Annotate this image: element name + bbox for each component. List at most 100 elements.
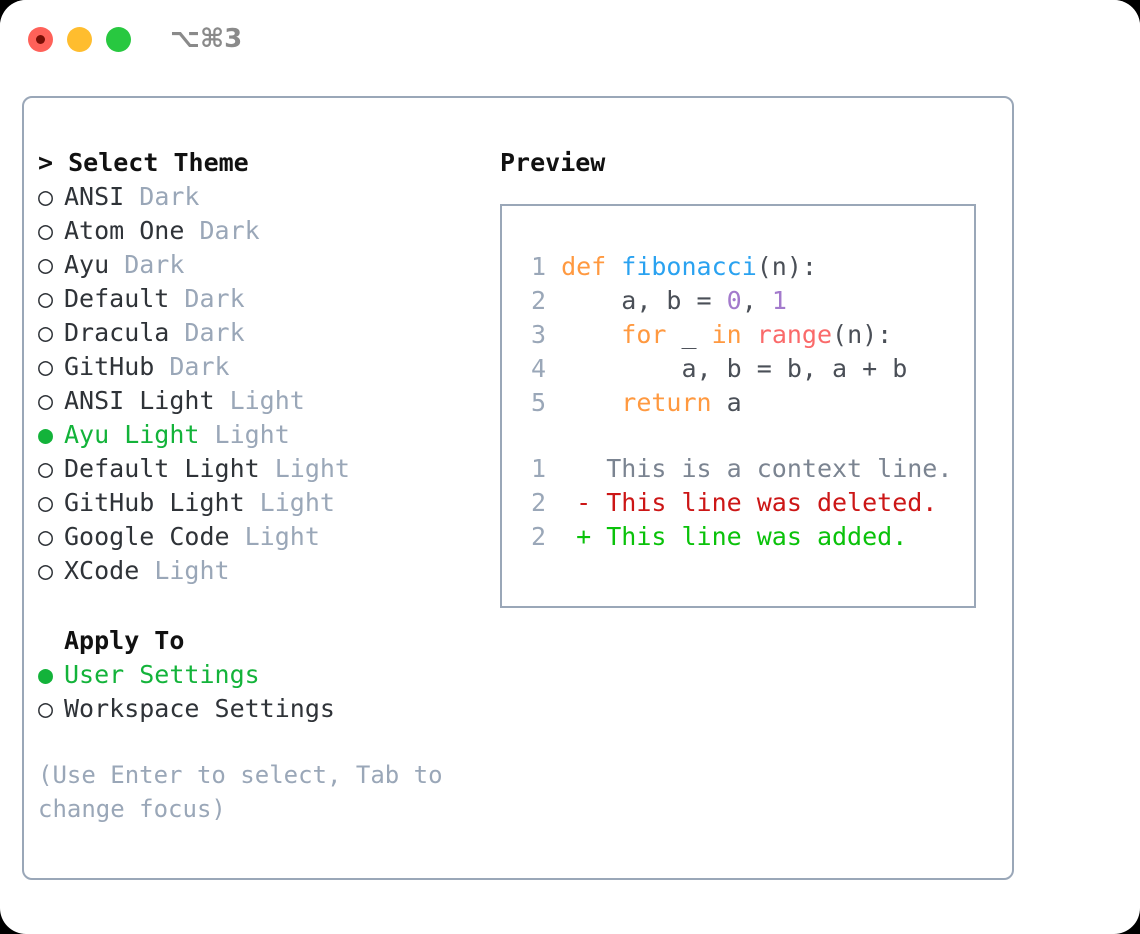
line-number: 2 (530, 488, 546, 517)
radio-empty-icon: ○ (38, 318, 54, 347)
diff-sample: 1 This is a context line.2 - This line w… (520, 452, 974, 554)
code-token-kw: def (561, 252, 622, 281)
code-token-pl: , (741, 286, 772, 315)
preview-heading: Preview (500, 148, 606, 177)
code-token-pl (561, 388, 621, 417)
theme-option-tag: Dark (154, 352, 230, 381)
title-bar: ⌥⌘3 (0, 0, 1140, 78)
theme-list: ○ANSI Dark○Atom One Dark○Ayu Dark○Defaul… (38, 180, 488, 588)
theme-option-name: Google Code (64, 522, 230, 551)
radio-empty-icon: ○ (38, 488, 54, 517)
close-icon (36, 35, 45, 44)
radio-empty-icon: ○ (38, 284, 54, 313)
apply-to-list: ●User Settings○Workspace Settings (38, 658, 488, 726)
code-line: 2 a, b = 0, 1 (520, 284, 974, 318)
code-token-pl (742, 320, 757, 349)
theme-option-atom-one[interactable]: ○Atom One Dark (38, 214, 488, 248)
theme-option-ayu[interactable]: ○ Ayu Dark (38, 248, 488, 282)
diff-line-del: 2 - This line was deleted. (520, 486, 974, 520)
diff-line-add: 2 + This line was added. (520, 520, 974, 554)
code-token-fn: fibonacci (621, 252, 757, 281)
apply-to-heading: Apply To (64, 626, 185, 655)
theme-option-tag: Light (244, 488, 335, 517)
radio-empty-icon: ○ (38, 182, 54, 211)
apply-to-section: Apply To ●User Settings○Workspace Settin… (38, 624, 488, 726)
theme-option-name: Dracula (64, 318, 170, 347)
keyboard-hint-text: (Use Enter to select, Tab to change focu… (38, 761, 458, 823)
radio-empty-icon: ○ (38, 522, 54, 551)
theme-option-name: Ayu (64, 250, 110, 279)
theme-option-default[interactable]: ○ Default Dark (38, 282, 488, 316)
theme-option-name: Atom One (64, 216, 185, 245)
line-number: 1 (530, 454, 546, 483)
maximize-button[interactable] (106, 27, 131, 52)
theme-option-ansi[interactable]: ○ANSI Dark (38, 180, 488, 214)
preview-column: Preview 1 def fibonacci(n):2 a, b = 0, 1… (500, 146, 1000, 608)
radio-empty-icon: ○ (38, 250, 54, 279)
code-token-kw: return (621, 388, 712, 417)
theme-option-github[interactable]: ○GitHub Dark (38, 350, 488, 384)
theme-option-dracula[interactable]: ○ Dracula Dark (38, 316, 488, 350)
theme-option-name: Default Light (64, 454, 260, 483)
minimize-button[interactable] (67, 27, 92, 52)
theme-option-ansi-light[interactable]: ○ANSI Light Light (38, 384, 488, 418)
theme-option-name: XCode (64, 556, 140, 585)
code-token-pl: a (711, 388, 742, 417)
theme-option-tag: Light (229, 522, 320, 551)
code-token-pl (561, 320, 621, 349)
diff-line-ctx: 1 This is a context line. (520, 452, 974, 486)
theme-option-ayu-light[interactable]: ● Ayu Light Light (38, 418, 488, 452)
theme-option-github-light[interactable]: ○ GitHub Light Light (38, 486, 488, 520)
line-number: 3 (530, 320, 546, 349)
apply-option-user-settings[interactable]: ●User Settings (38, 658, 488, 692)
radio-empty-icon: ○ (38, 694, 54, 723)
diff-marker: + (576, 522, 592, 551)
theme-selector-column: > Select Theme ○ANSI Dark○Atom One Dark○… (38, 146, 488, 826)
code-token-pl: (n): (832, 320, 893, 349)
apply-option-workspace-settings[interactable]: ○Workspace Settings (38, 692, 488, 726)
code-line: 5 return a (520, 386, 974, 420)
code-token-pl: _ (666, 320, 712, 349)
code-line: 1 def fibonacci(n): (520, 250, 974, 284)
theme-option-tag: Dark (169, 318, 245, 347)
select-theme-heading: > Select Theme (38, 148, 249, 177)
diff-text: This is a context line. (591, 454, 953, 483)
line-number: 2 (530, 286, 546, 315)
code-token-num: 0 (726, 286, 742, 315)
theme-option-default-light[interactable]: ○ Default Light Light (38, 452, 488, 486)
code-token-kw: for (621, 320, 667, 349)
theme-option-tag: Dark (169, 284, 245, 313)
radio-empty-icon: ○ (38, 454, 54, 483)
code-line: 3 for _ in range(n): (520, 318, 974, 352)
theme-option-name: ANSI Light (64, 386, 215, 415)
window-shortcut-label: ⌥⌘3 (170, 24, 243, 54)
main-panel: > Select Theme ○ANSI Dark○Atom One Dark○… (22, 96, 1014, 880)
theme-option-tag: Light (259, 454, 350, 483)
diff-text: This line was added. (591, 522, 908, 551)
code-token-pl: a, b = b, a + b (561, 354, 908, 383)
theme-option-xcode[interactable]: ○XCode Light (38, 554, 488, 588)
code-token-num: 1 (771, 286, 787, 315)
diff-marker: - (576, 488, 592, 517)
theme-option-name: Ayu Light (64, 420, 200, 449)
code-diff-spacer (520, 420, 974, 452)
theme-option-google-code[interactable]: ○ Google Code Light (38, 520, 488, 554)
radio-empty-icon: ○ (38, 556, 54, 585)
theme-option-tag: Light (199, 420, 290, 449)
theme-option-name: GitHub Light (64, 488, 245, 517)
radio-selected-icon: ● (38, 420, 54, 449)
code-token-bi: range (756, 320, 833, 349)
radio-empty-icon: ○ (38, 386, 54, 415)
line-number: 2 (530, 522, 546, 551)
code-line: 4 a, b = b, a + b (520, 352, 974, 386)
theme-option-tag: Dark (109, 250, 185, 279)
theme-option-name: Default (64, 284, 170, 313)
apply-option-name: User Settings (64, 660, 260, 689)
theme-option-tag: Dark (184, 216, 260, 245)
radio-empty-icon: ○ (38, 352, 54, 381)
theme-option-name: ANSI (64, 182, 125, 211)
line-number: 1 (530, 252, 546, 281)
